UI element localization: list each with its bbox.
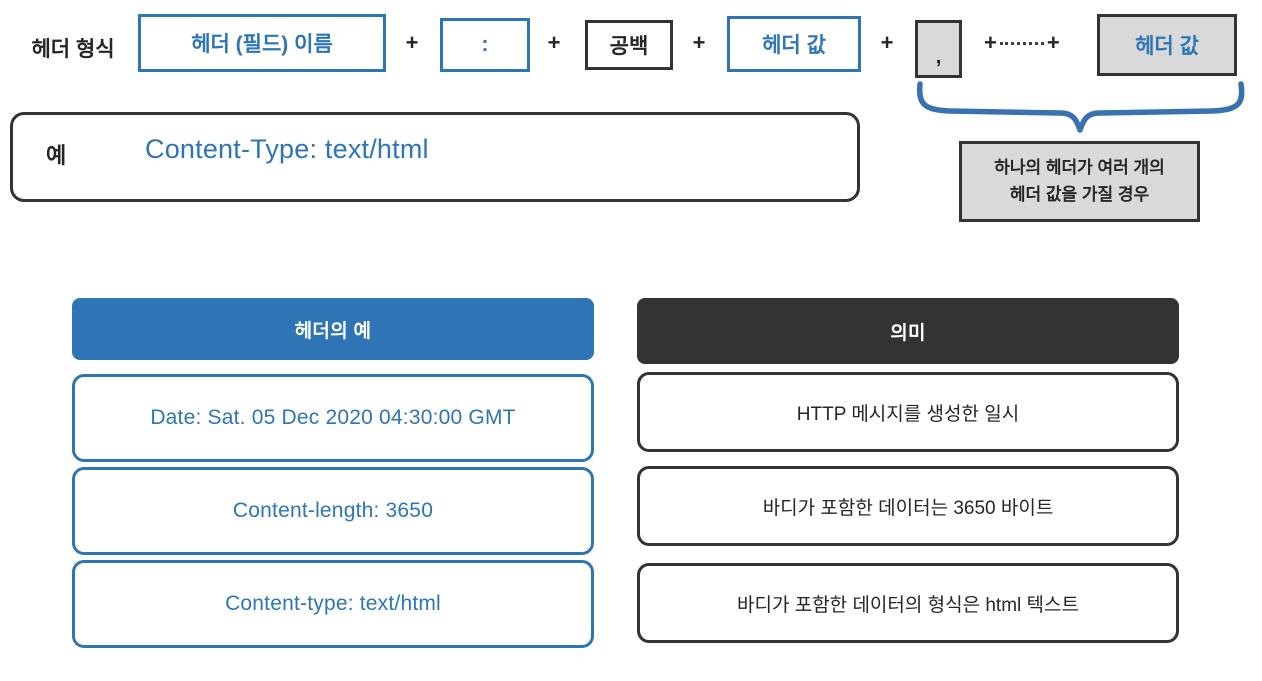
callout-box: 하나의 헤더가 여러 개의 헤더 값을 가질 경우 (959, 141, 1200, 222)
column-header-right: 의미 (637, 298, 1179, 364)
operator-plus-3: + (692, 30, 706, 55)
operator-plus-4: + (880, 30, 894, 55)
operator-plus-1: + (405, 30, 419, 55)
token-space: 공백 (585, 20, 673, 70)
table-row: 바디가 포함한 데이터는 3650 바이트 (637, 466, 1179, 546)
table-row: Content-length: 3650 (72, 467, 594, 555)
token-header-field-name: 헤더 (필드) 이름 (138, 14, 386, 72)
table-row: Date: Sat. 05 Dec 2020 04:30:00 GMT (72, 374, 594, 462)
formula-label: 헤더 형식 (31, 38, 115, 61)
table-row: HTTP 메시지를 생성한 일시 (637, 372, 1179, 452)
table-row: 바디가 포함한 데이터의 형식은 html 텍스트 (637, 563, 1179, 643)
ellipsis-connector: + + (984, 28, 1060, 58)
token-colon: : (440, 18, 530, 72)
callout-line-2: 헤더 값을 가질 경우 (1009, 184, 1150, 204)
curly-brace-icon (916, 81, 1245, 133)
table-column-meanings: 의미 HTTP 메시지를 생성한 일시 바디가 포함한 데이터는 3650 바이… (637, 298, 1179, 643)
token-header-value-1: 헤더 값 (727, 16, 861, 72)
token-header-value-2: 헤더 값 (1097, 14, 1237, 76)
callout-line-1: 하나의 헤더가 여러 개의 (994, 158, 1165, 178)
table-row: Content-type: text/html (72, 560, 594, 648)
operator-plus-6: + (1046, 30, 1060, 55)
operator-plus-2: + (547, 30, 561, 55)
table-column-header-examples: 헤더의 예 Date: Sat. 05 Dec 2020 04:30:00 GM… (72, 298, 594, 648)
example-label: 예 (46, 143, 67, 168)
example-header-text: Content-Type: text/html (145, 134, 429, 164)
column-header-left: 헤더의 예 (72, 298, 594, 360)
dotted-line (999, 41, 1044, 45)
operator-plus-5: + (984, 30, 997, 55)
token-comma: , (915, 20, 962, 78)
example-box (10, 112, 860, 202)
header-format-formula: 헤더 형식 헤더 (필드) 이름 + : + 공백 + 헤더 값 + , + +… (0, 14, 1262, 84)
